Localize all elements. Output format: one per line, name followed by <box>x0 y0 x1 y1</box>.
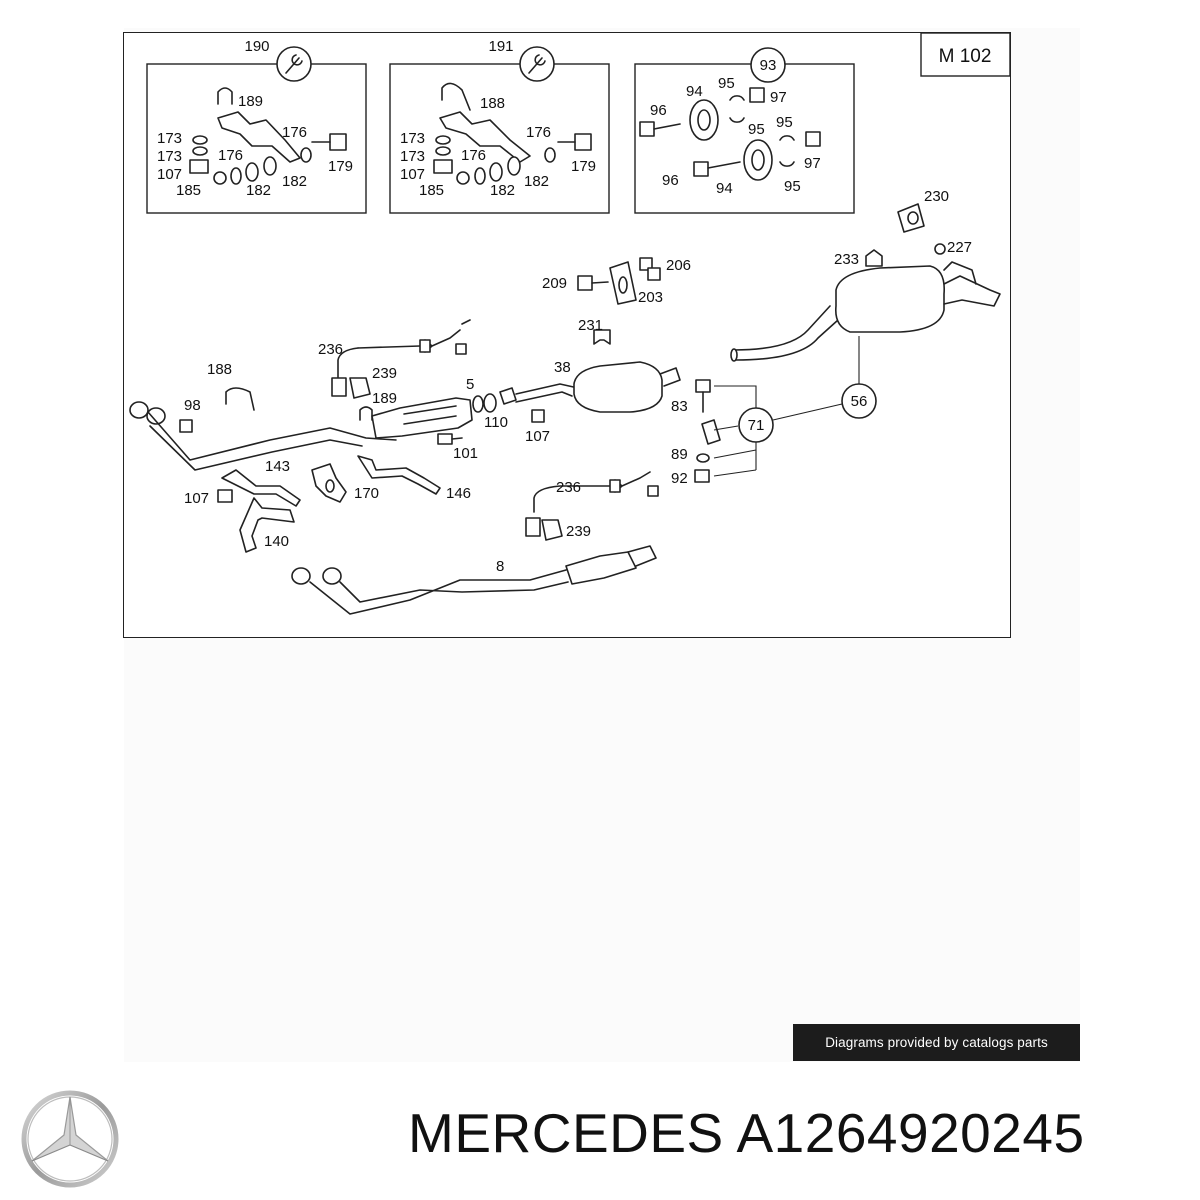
kit-number: 191 <box>488 38 513 55</box>
part-label: 97 <box>770 89 787 106</box>
part-title: MERCEDES A1264920245 <box>408 1106 1085 1161</box>
part-label: 182 <box>282 173 307 190</box>
part-label: 173 <box>400 130 425 147</box>
part-label: 83 <box>671 398 688 415</box>
part-label: 236 <box>556 479 581 496</box>
part-label: 101 <box>453 445 478 462</box>
kit-190: 190 189 173 173 176 176 107 185 182 182 … <box>146 38 367 214</box>
part-label: 230 <box>924 188 949 205</box>
mounting-group: 71 56 83 89 92 <box>671 336 877 487</box>
model-badge-label: M 102 <box>939 46 992 67</box>
part-label: 231 <box>578 317 603 334</box>
part-label: 203 <box>638 289 663 306</box>
part-label: 95 <box>718 75 735 92</box>
part-label: 107 <box>400 166 425 183</box>
part-label: 233 <box>834 251 859 268</box>
exhaust-diagram: M 102 190 189 173 173 176 176 107 185 18… <box>129 32 1011 615</box>
credit-badge: Diagrams provided by catalogs parts <box>793 1024 1080 1061</box>
mercedes-star-logo-icon <box>21 1090 119 1188</box>
part-label: 179 <box>328 158 353 175</box>
part-label: 56 <box>851 393 868 410</box>
part-label: 98 <box>184 397 201 414</box>
part-number: A1264920245 <box>736 1102 1085 1164</box>
part-label: 97 <box>804 155 821 172</box>
brand-name: MERCEDES <box>408 1102 724 1164</box>
part-label: 94 <box>686 83 703 100</box>
part-label: 206 <box>666 257 691 274</box>
part-label: 5 <box>466 376 474 393</box>
model-badge: M 102 <box>920 32 1011 77</box>
part-label: 89 <box>671 446 688 463</box>
part-label: 188 <box>207 361 232 378</box>
part-label: 95 <box>784 178 801 195</box>
lower-exhaust: 236 239 8 <box>291 471 659 615</box>
rear-muffler: 230 227 233 <box>730 188 1001 362</box>
part-label: 71 <box>748 417 765 434</box>
part-label: 185 <box>419 182 444 199</box>
part-label: 173 <box>157 130 182 147</box>
kit-number: 93 <box>760 57 777 74</box>
part-label: 38 <box>554 359 571 376</box>
part-label: 176 <box>282 124 307 141</box>
part-label: 176 <box>218 147 243 164</box>
part-label: 95 <box>776 114 793 131</box>
part-label: 188 <box>480 95 505 112</box>
part-label: 107 <box>157 166 182 183</box>
part-label: 179 <box>571 158 596 175</box>
part-label: 107 <box>184 490 209 507</box>
part-label: 94 <box>716 180 733 197</box>
part-label: 176 <box>526 124 551 141</box>
part-label: 239 <box>372 365 397 382</box>
part-label: 110 <box>484 414 508 431</box>
part-label: 96 <box>662 172 679 189</box>
part-label: 236 <box>318 341 343 358</box>
part-label: 209 <box>542 275 567 292</box>
kit-93: 93 96 94 95 97 95 95 96 94 97 95 <box>634 47 855 214</box>
wrench-icon <box>276 46 312 82</box>
brackets: 143 107 170 146 140 <box>184 455 471 553</box>
hanger-group: 206 209 203 231 <box>542 257 691 345</box>
part-label: 239 <box>566 523 591 540</box>
part-label: 182 <box>246 182 271 199</box>
wrench-icon <box>519 46 555 82</box>
part-label: 143 <box>265 458 290 475</box>
part-label: 140 <box>264 533 289 550</box>
part-label: 176 <box>461 147 486 164</box>
part-label: 227 <box>947 239 972 256</box>
part-label: 107 <box>525 428 550 445</box>
kit-191: 191 188 173 173 176 176 107 185 182 182 … <box>389 38 610 214</box>
part-label: 173 <box>400 148 425 165</box>
part-label: 95 <box>748 121 765 138</box>
part-label: 189 <box>238 93 263 110</box>
part-label: 92 <box>671 470 688 487</box>
part-label: 8 <box>496 558 504 575</box>
part-label: 173 <box>157 148 182 165</box>
part-label: 185 <box>176 182 201 199</box>
part-label: 170 <box>354 485 379 502</box>
upper-exhaust: 236 239 189 188 98 5 110 107 38 101 <box>129 319 681 471</box>
part-label: 182 <box>490 182 515 199</box>
part-label: 189 <box>372 390 397 407</box>
part-label: 146 <box>446 485 471 502</box>
kit-number: 190 <box>244 38 269 55</box>
part-label: 182 <box>524 173 549 190</box>
part-label: 96 <box>650 102 667 119</box>
